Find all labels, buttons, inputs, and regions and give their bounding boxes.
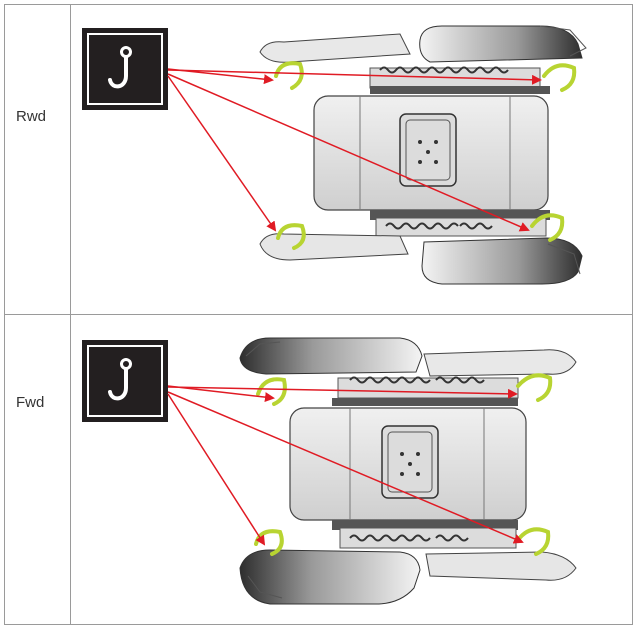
tie-down-table: Rwd: [4, 4, 633, 625]
direction-label: Rwd: [16, 108, 47, 125]
tie-down-arrows: [167, 385, 524, 546]
label-cell: Rwd: [4, 4, 70, 314]
machine-diagram-fwd: [82, 337, 577, 605]
tie-down-arrows: [167, 68, 542, 232]
machine-body: [289, 407, 527, 521]
image-cell: [70, 4, 633, 314]
tie-down-points: [274, 61, 577, 250]
table-borders: [4, 4, 633, 625]
tow-hook-icon: [82, 28, 168, 110]
tow-hook-icon: [82, 340, 168, 422]
machine-diagram-rwd: [82, 25, 587, 285]
lower-track: [239, 520, 577, 605]
table-row-fwd: Fwd: [4, 314, 633, 625]
label-cell: Fwd: [4, 314, 70, 625]
upper-track: [259, 25, 587, 94]
direction-label: Fwd: [16, 394, 45, 411]
image-cell: [70, 314, 633, 625]
lower-track: [259, 210, 583, 285]
upper-track: [239, 337, 577, 406]
table-row-rwd: Rwd: [4, 4, 633, 314]
